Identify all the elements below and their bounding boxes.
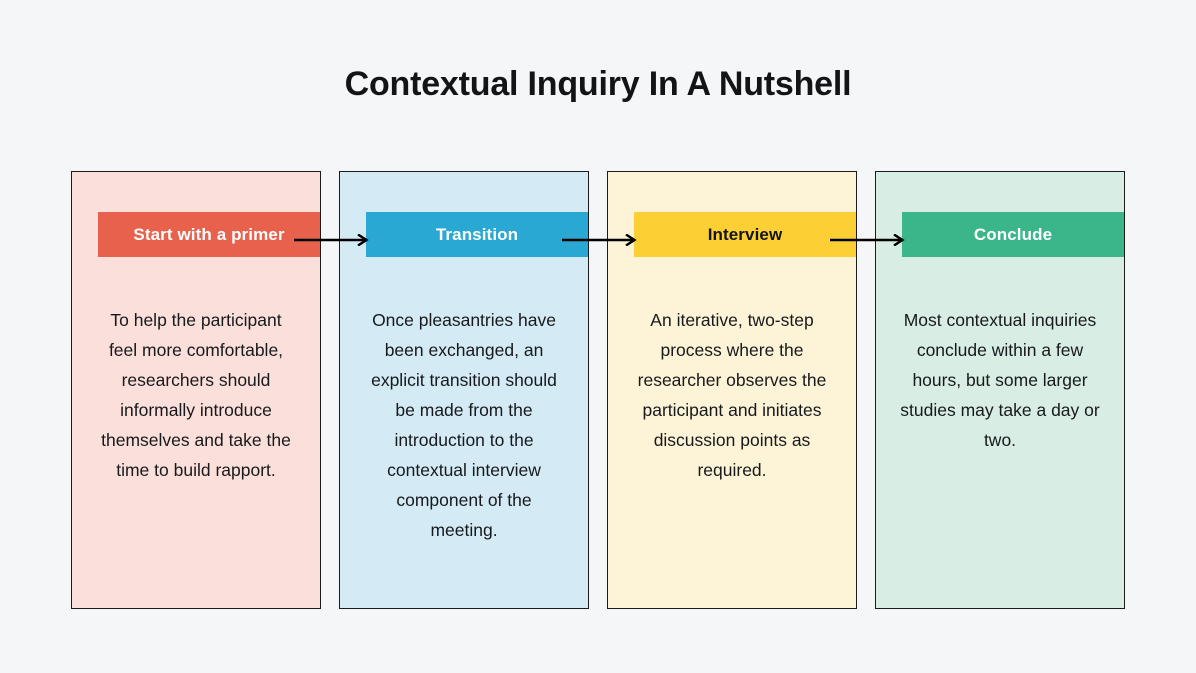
process-flow: Start with a primer To help the particip…: [71, 171, 1125, 609]
flow-step-header-4[interactable]: Conclude: [902, 212, 1124, 257]
flow-step-body-3: An iterative, two-step process where the…: [637, 310, 827, 480]
flow-step-body-4: Most contextual inquiries conclude withi…: [900, 310, 1100, 450]
flow-step-card-1: Start with a primer To help the particip…: [71, 171, 321, 609]
flow-step-body-1: To help the participant feel more comfor…: [101, 310, 291, 480]
flow-step-card-3: Interview An iterative, two-step process…: [607, 171, 857, 609]
flow-step-label-4: Conclude: [973, 224, 1053, 244]
flow-step-card-4: Conclude Most contextual inquiries concl…: [875, 171, 1125, 609]
flow-step-label-1: Start with a primer: [133, 224, 285, 244]
flow-step-header-2[interactable]: Transition: [366, 212, 588, 257]
flow-step-body-2: Once pleasantries have been exchanged, a…: [371, 310, 557, 540]
flow-step-label-3: Interview: [707, 224, 783, 244]
page-title: Contextual Inquiry In A Nutshell: [344, 65, 852, 103]
flow-step-card-2: Transition Once pleasantries have been e…: [339, 171, 589, 609]
flow-step-label-2: Transition: [435, 224, 519, 244]
flow-step-header-3[interactable]: Interview: [634, 212, 856, 257]
flow-step-header-1[interactable]: Start with a primer: [98, 212, 320, 257]
